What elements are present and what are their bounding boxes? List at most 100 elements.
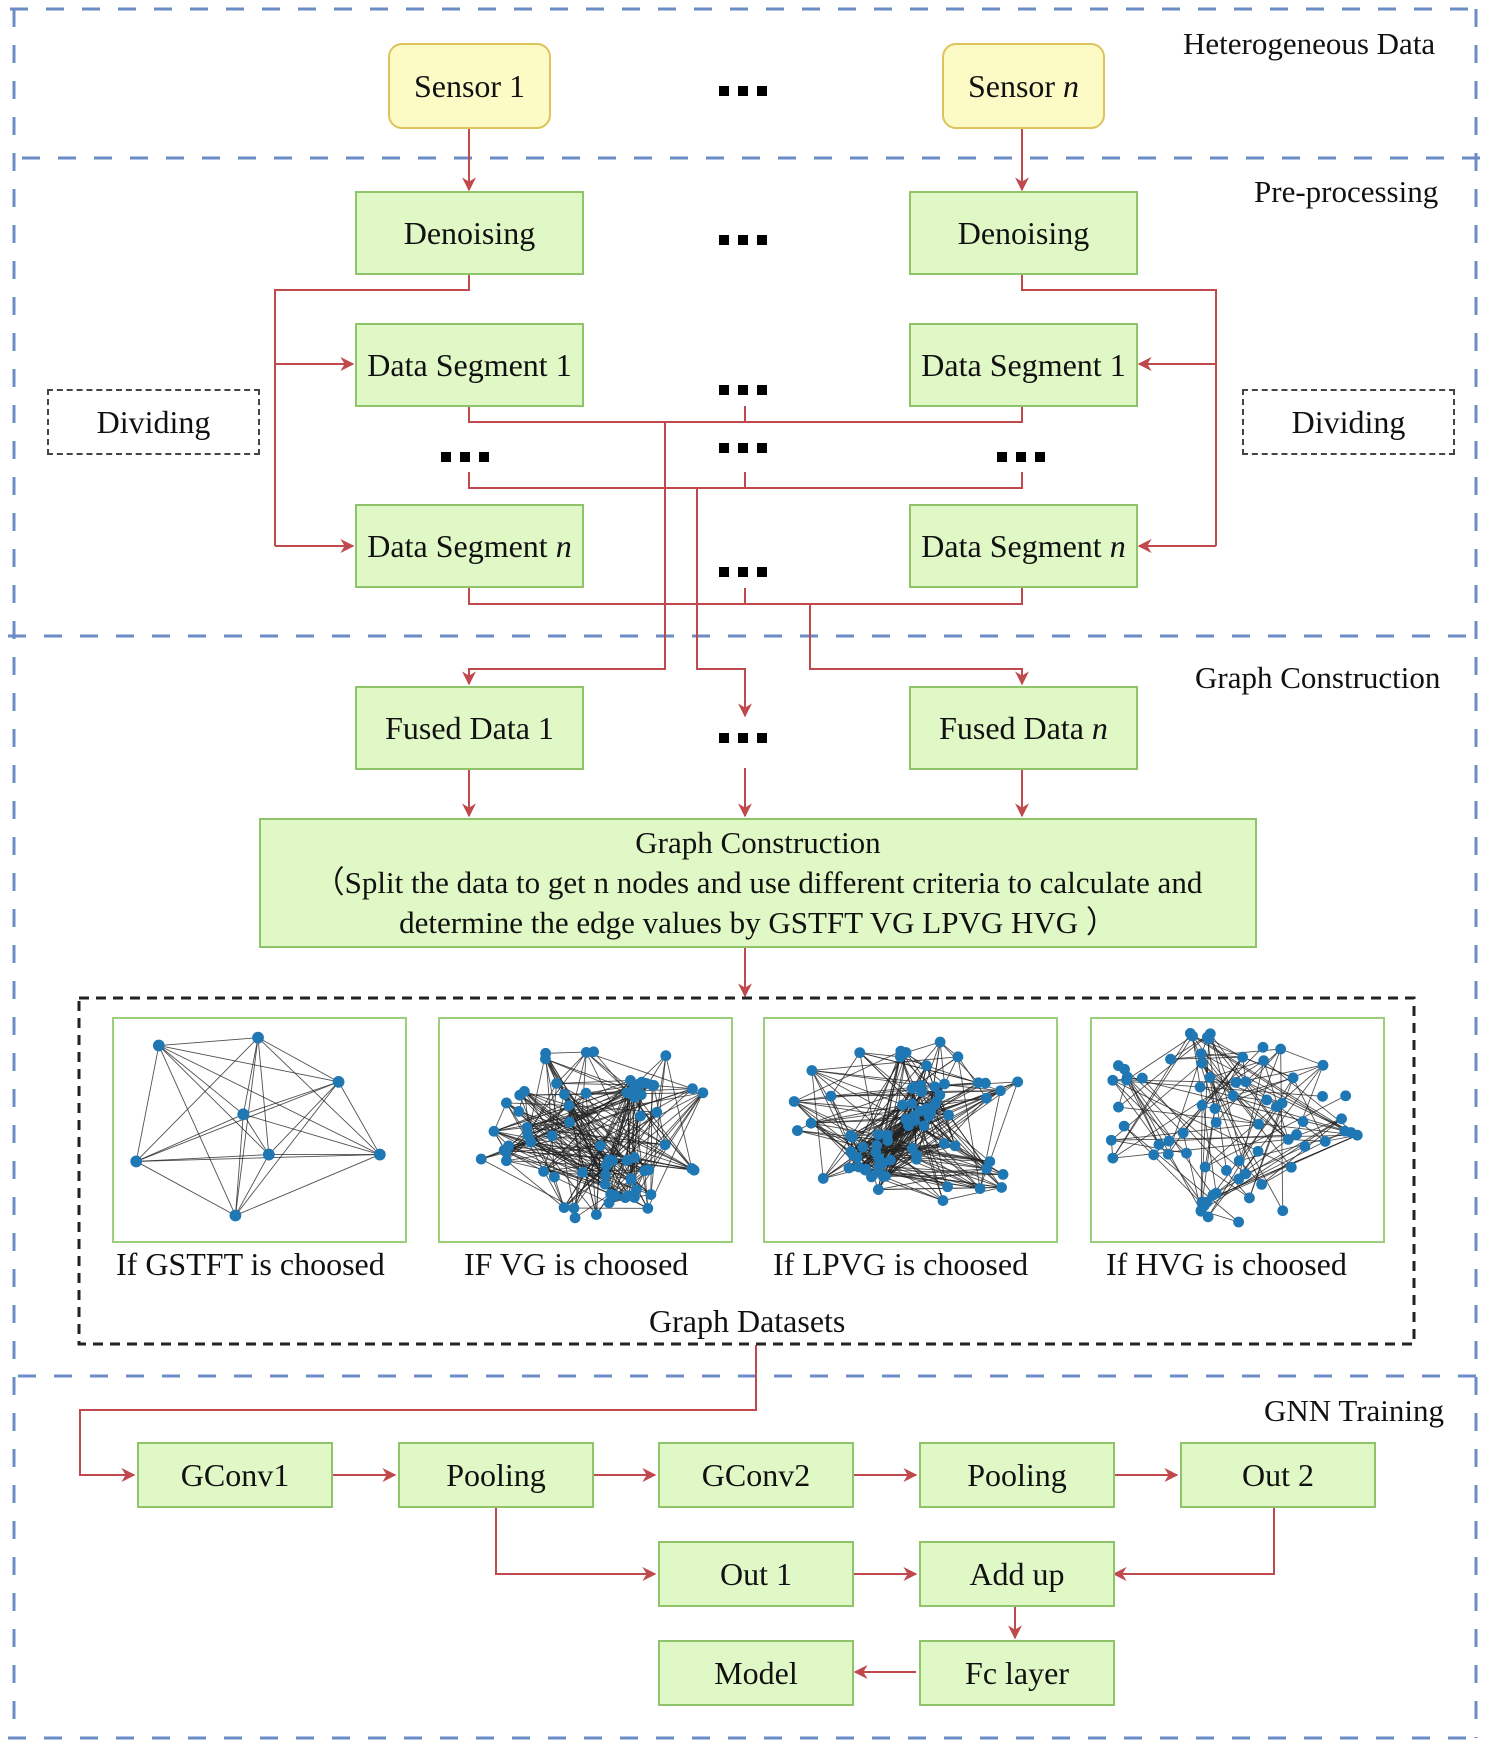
graph-node [569,1212,581,1224]
connector-out2-addup [1112,1508,1275,1581]
graph-edge [811,1070,922,1086]
pooling2-box[interactable]: Pooling [919,1442,1115,1508]
graph-edge [1127,1076,1184,1134]
graph-edge [989,1081,1019,1162]
out1-box[interactable]: Out 1 [658,1541,854,1607]
graph-edge [1288,1138,1326,1142]
graph-node [501,1155,512,1167]
graph-edge [506,1102,616,1197]
graph-node [521,1122,533,1133]
graph-edge [1112,1035,1193,1159]
segment-n-right[interactable]: Data Segment n [909,504,1138,588]
graph-edge [1212,1139,1289,1196]
graph-edge [612,1088,693,1161]
graph-node [853,1161,865,1173]
graph-edge [1126,1035,1193,1081]
graph-edge [1249,1103,1283,1199]
model-box[interactable]: Model [658,1640,854,1706]
gconv1-box[interactable]: GConv1 [137,1442,333,1508]
out2-box[interactable]: Out 2 [1180,1442,1376,1508]
segment-n-left[interactable]: Data Segment n [355,504,584,588]
fc-layer-box[interactable]: Fc layer [919,1640,1115,1706]
graph-edge [1204,1166,1250,1199]
segment-1-right[interactable]: Data Segment 1 [909,323,1138,407]
fused-data-n[interactable]: Fused Data n [909,686,1138,770]
graph-node [1277,1205,1289,1217]
graph-edge [648,1092,704,1171]
connector-to-fused1 [462,422,666,686]
graph-edge [632,1090,695,1171]
graph-construction-box[interactable]: Graph Construction （Split the data to ge… [259,818,1257,948]
graph-node [906,1098,918,1110]
segment-1-left[interactable]: Data Segment 1 [355,323,584,407]
graph-node [1195,1205,1207,1216]
sensor-1-box[interactable]: Sensor 1 [388,43,551,129]
graph-node [635,1110,646,1122]
pooling1-box[interactable]: Pooling [398,1442,594,1508]
graph-node [659,1139,671,1151]
graph-node [805,1117,817,1129]
graph-edge [136,1113,244,1162]
ellipsis-segments-left [441,452,489,462]
graph-edge [878,1171,981,1189]
graph-edge [830,1095,852,1152]
graph-edge [1245,1081,1358,1136]
graph-edge [158,1045,244,1115]
graph-edge [338,1081,381,1155]
graph-edge [1118,1033,1211,1108]
graph-edge [543,1080,631,1172]
graph-node [942,1181,953,1193]
graph-edge [135,1037,259,1162]
graph-node [1237,1051,1248,1063]
graph-panel-hvg[interactable] [1090,1017,1385,1243]
graph-panel-vg[interactable] [438,1017,733,1243]
graph-node [825,1090,837,1102]
graph-node [1336,1113,1347,1125]
graph-node [788,1096,800,1107]
graph-node [1195,1048,1207,1060]
graph-panel-lpvg[interactable] [763,1017,1058,1243]
graph-panel-gstft[interactable] [112,1017,407,1243]
graph-edge [822,1041,941,1179]
graph-vg-network [475,1046,709,1224]
addup-box[interactable]: Add up [919,1541,1115,1607]
graph-edge [574,1179,632,1219]
graph-node [645,1189,657,1200]
graph-node [580,1046,592,1058]
graph-edge [585,1093,597,1215]
graph-node [1340,1090,1352,1102]
graph-node [792,1125,803,1136]
graph-edge [1245,1081,1326,1142]
denoising-box-n[interactable]: Denoising [909,191,1138,275]
graph-edge [1280,1048,1324,1066]
graph-edge [1207,1064,1324,1218]
graph-node [522,1129,534,1141]
connector-pooling-out1 [495,1508,657,1581]
graph-edge [878,1051,902,1167]
graph-edge [859,1052,979,1084]
gconv2-box[interactable]: GConv2 [658,1442,854,1508]
graph-edge [527,1096,635,1136]
graph-node [625,1075,636,1086]
graph-node [929,1081,941,1093]
graph-node [488,1125,500,1137]
graph-edge [882,1119,907,1164]
sensor-n-box[interactable]: Sensor n [942,43,1105,129]
fused-data-1[interactable]: Fused Data 1 [355,686,584,770]
graph-edge [908,1125,981,1189]
graph-node [845,1146,857,1158]
graph-node [997,1168,1009,1180]
graph-edge [257,1037,339,1083]
graph-node [918,1120,930,1132]
fused-data-1-label: Fused Data 1 [385,709,554,746]
graph-node [513,1106,525,1117]
graph-edge [1168,1134,1297,1142]
graph-edge [626,1092,695,1171]
graph-node [590,1209,602,1220]
graph-node [551,1078,562,1089]
graph-node [152,1039,165,1052]
graph-node [609,1190,621,1202]
out2-label: Out 2 [1242,1456,1314,1493]
denoising-box-1[interactable]: Denoising [355,191,584,275]
graph-node [915,1079,927,1091]
